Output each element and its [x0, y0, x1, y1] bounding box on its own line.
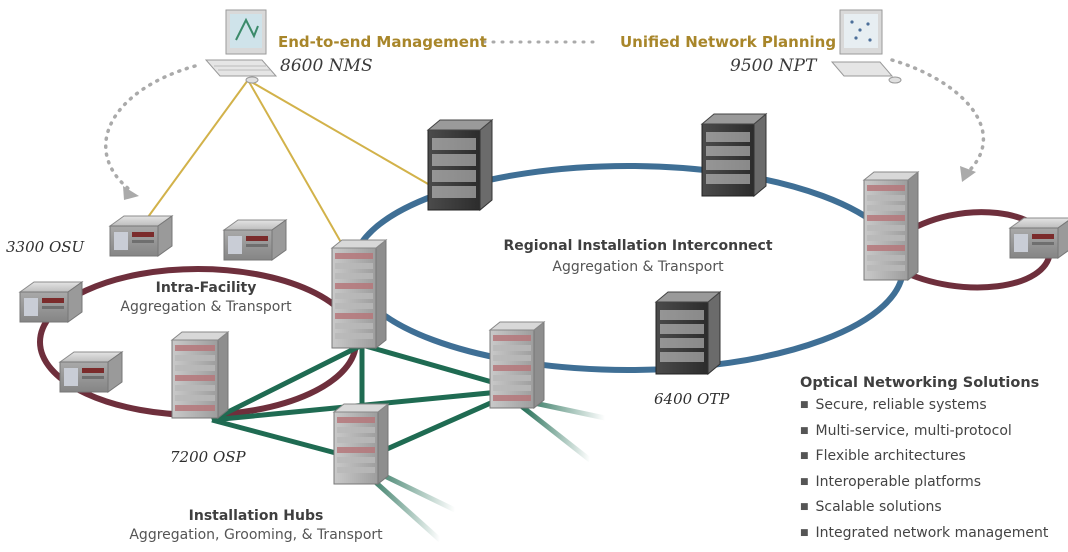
end-to-end-management-label: End-to-end Management [278, 33, 487, 51]
solution-item: Scalable solutions [800, 495, 1048, 521]
nms-workstation-icon [204, 9, 278, 84]
left-arc-arrowhead [123, 186, 139, 200]
solution-item: Interoperable platforms [800, 470, 1048, 496]
osp-rack-icon [862, 170, 920, 282]
solutions-panel: Optical Networking Solutions Secure, rel… [800, 375, 1048, 546]
left-dotted-arc [103, 64, 197, 192]
osu-box-icon [1008, 217, 1068, 259]
npt-model-label: 9500 NPT [730, 56, 817, 76]
otp-rack-icon [426, 118, 494, 212]
intra-facility-subtitle: Aggregation & Transport [120, 299, 292, 315]
hub-fade-links [360, 397, 606, 542]
osu-boxes [18, 215, 1068, 393]
solutions-list: Secure, reliable systems Multi-service, … [800, 393, 1049, 547]
regional-subtitle: Aggregation & Transport [552, 259, 724, 275]
otp-model-label: 6400 OTP [654, 390, 730, 408]
solution-item: Flexible architectures [800, 444, 1048, 470]
osu-box-icon [108, 215, 174, 257]
right-dotted-arc [890, 58, 986, 174]
osp-rack-icon [488, 320, 546, 410]
otp-rack-icon [654, 290, 722, 376]
intra-facility-title: Intra-Facility [155, 280, 257, 296]
osp-rack-icon [330, 238, 388, 350]
osu-box-icon [18, 281, 84, 323]
solution-item: Integrated network management [800, 521, 1049, 547]
right-arc-arrowhead [960, 166, 976, 182]
nms-model-label: 8600 NMS [280, 56, 373, 76]
osp-rack-icon [170, 330, 230, 420]
solution-item: Multi-service, multi-protocol [800, 419, 1048, 445]
installation-hubs-title: Installation Hubs [188, 508, 324, 524]
osp-model-label: 7200 OSP [170, 448, 246, 466]
solution-item: Secure, reliable systems [800, 393, 1048, 419]
management-links [139, 79, 436, 259]
osu-model-label: 3300 OSU [6, 238, 85, 256]
otp-racks [426, 112, 768, 376]
osu-box-icon [222, 219, 288, 261]
osp-rack-icon [332, 402, 390, 486]
solutions-heading: Optical Networking Solutions [800, 375, 1040, 391]
otp-rack-icon [700, 112, 768, 198]
osu-box-icon [58, 351, 124, 393]
installation-hubs-subtitle: Aggregation, Grooming, & Transport [129, 527, 383, 543]
osp-racks [170, 170, 920, 486]
npt-workstation-icon [830, 9, 902, 84]
regional-title: Regional Installation Interconnect [503, 238, 773, 254]
unified-network-planning-label: Unified Network Planning [620, 33, 837, 51]
